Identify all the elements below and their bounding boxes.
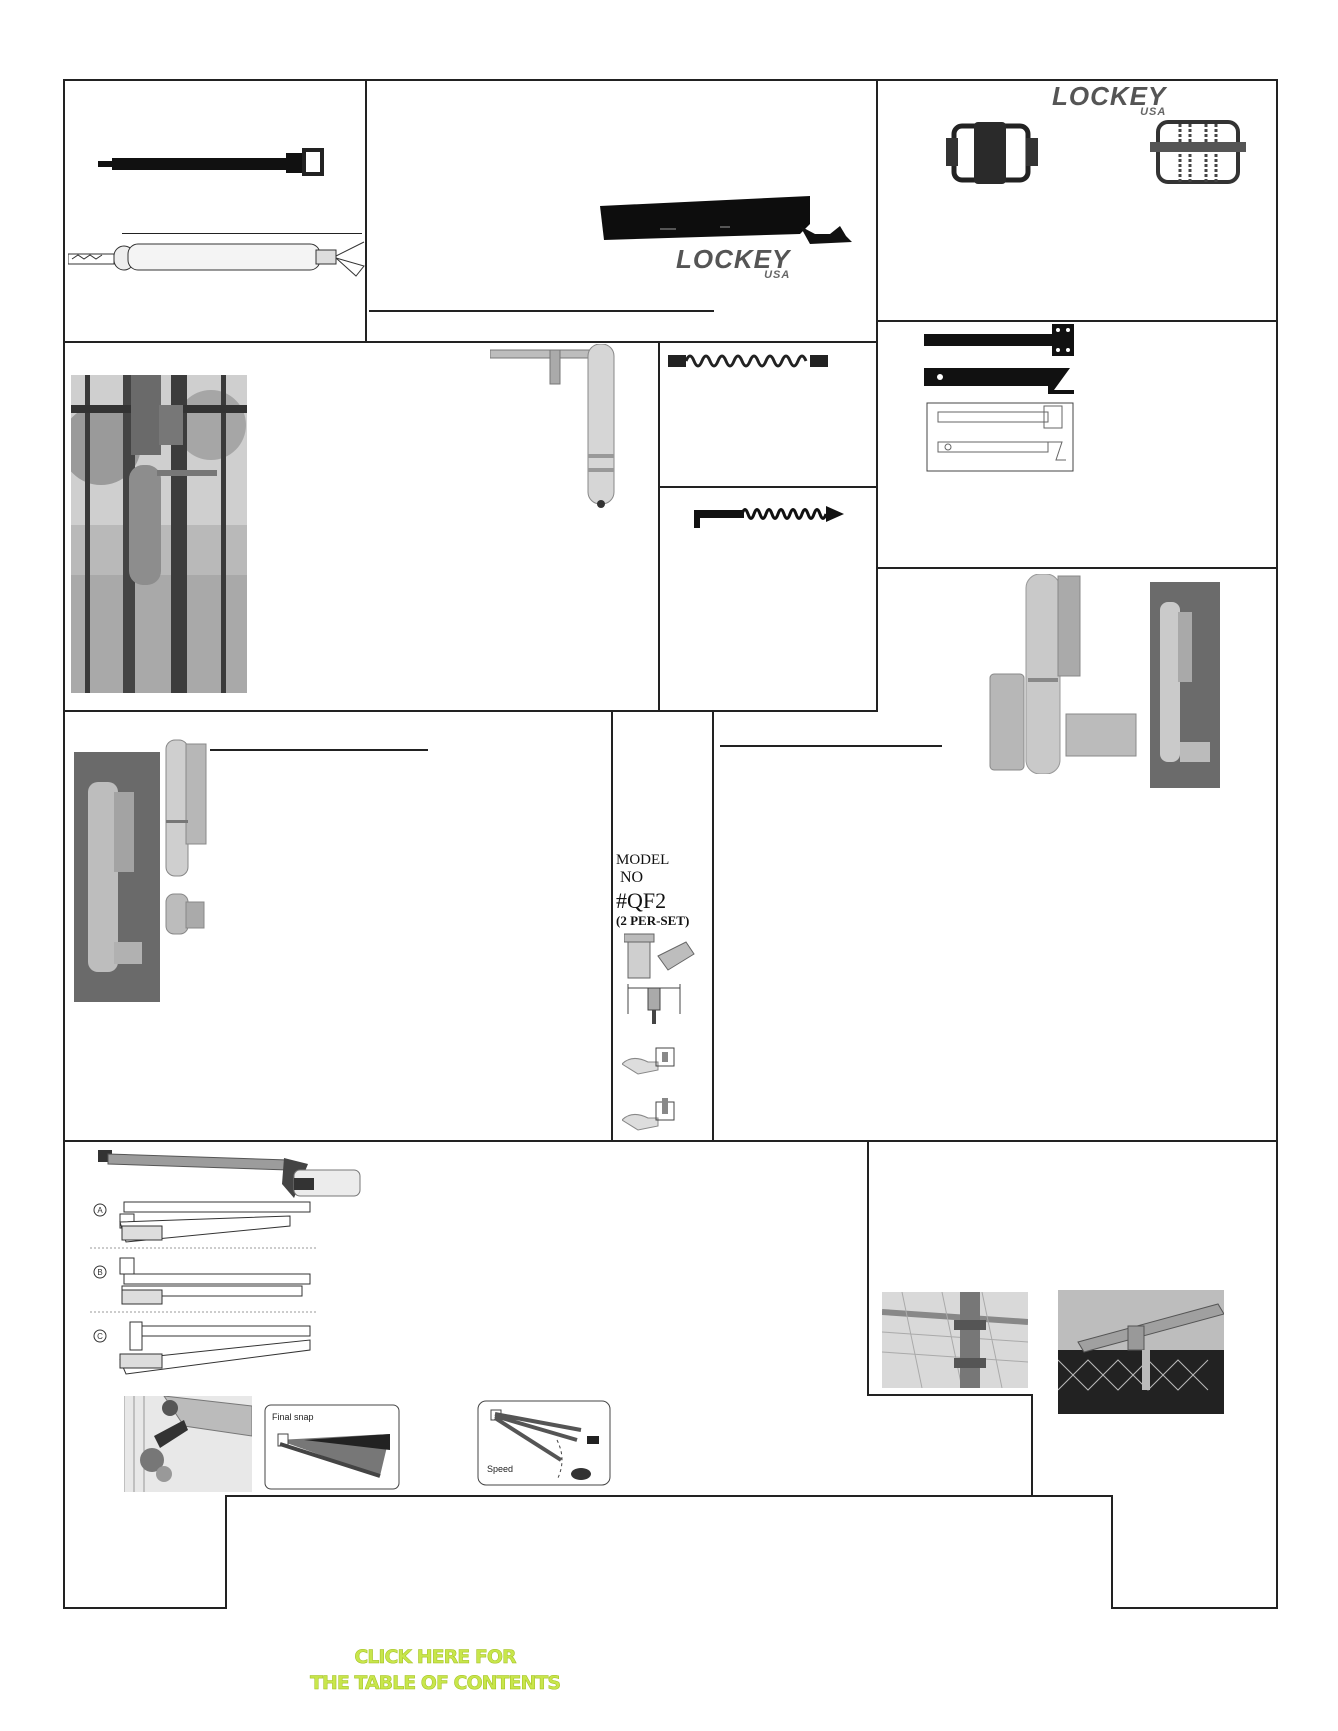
liftoff-hinge-installed-photo: [1150, 582, 1220, 788]
speed-label: Speed: [487, 1464, 513, 1474]
setup-diagram-c: C: [93, 1321, 311, 1375]
heavy-duty-closer-image: [600, 196, 852, 244]
setup-diagram-a: A: [90, 1201, 316, 1249]
model-set-note: (2 PER-SET): [616, 913, 690, 928]
closer-adjustment-photo: [124, 1396, 252, 1492]
gate-closer-photo: [71, 375, 247, 693]
pin-diagram: [627, 984, 681, 1024]
chain-link-closer-photo: [1058, 1290, 1224, 1414]
setup-label-b: B: [97, 1268, 102, 1277]
speed-diagram: Speed: [477, 1400, 611, 1486]
hinge-component-image: [165, 739, 207, 935]
liftoff-hinge-image: [989, 574, 1137, 774]
closer-spring-image: [694, 506, 844, 528]
quick-fit-pin-image: [624, 933, 695, 979]
gate-spring-image: [668, 354, 828, 368]
table-of-contents-link[interactable]: CLICK HERE FOR THE TABLE OF CONTENTS: [300, 1646, 570, 1702]
latch-dark-image: [946, 122, 1038, 184]
pin-install-step2: [622, 1098, 675, 1131]
setup-label-c: C: [97, 1332, 103, 1341]
strap-hinge-image: [924, 324, 1074, 356]
setup-diagram-b: B: [90, 1257, 316, 1313]
toc-link-line2: THE TABLE OF CONTENTS: [309, 1672, 562, 1695]
toc-link-line1: CLICK HERE FOR: [354, 1646, 517, 1669]
model-number: #QF2: [616, 888, 667, 913]
weld-hinge-image: [924, 368, 1074, 394]
pneumatic-closer-image: [68, 241, 365, 277]
model-no-label: NO: [620, 869, 644, 886]
hydraulic-closer-image: [98, 1150, 361, 1198]
closer-rod-image: [98, 148, 324, 176]
final-snap-diagram: Final snap: [264, 1404, 400, 1490]
model-label: MODEL: [616, 852, 670, 868]
latch-spring-image: [1150, 120, 1246, 184]
final-snap-label: Final snap: [272, 1412, 314, 1422]
chain-link-hinge-photo: [882, 1292, 1028, 1388]
lockey-logo: LOCKEY USA: [676, 244, 791, 281]
lockey-logo: LOCKEY USA: [1052, 81, 1167, 118]
pin-install-step1: [622, 1047, 675, 1075]
setup-label-a: A: [97, 1206, 103, 1215]
hinge-installed-photo: [74, 752, 160, 1002]
post-closer-image: [490, 344, 615, 508]
hinge-diagram: [926, 402, 1074, 472]
